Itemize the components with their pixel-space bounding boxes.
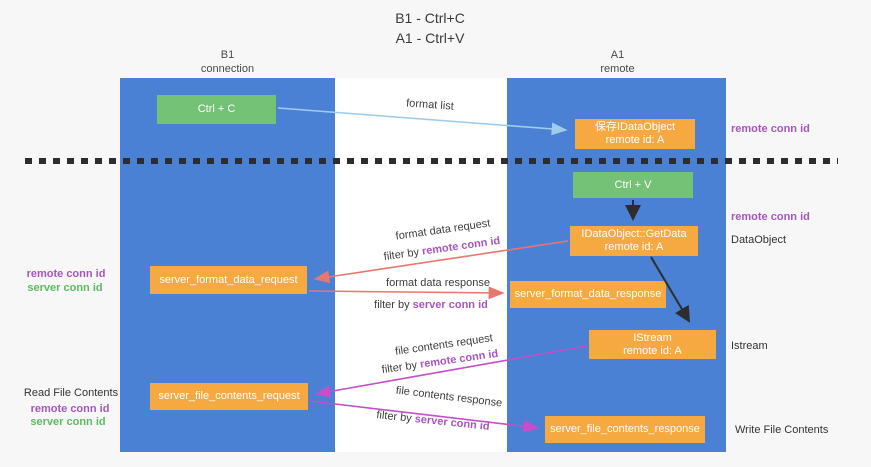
label-filter-server-1: filter by server conn id <box>374 299 488 311</box>
column-header-a1: A1 remote <box>540 48 695 76</box>
b1-header-name: B1 <box>220 49 235 61</box>
right-istream-label: Istream <box>731 340 768 352</box>
format-data-response-text: format data response <box>386 277 490 289</box>
server-conn-id-text-1: server conn id <box>412 299 488 311</box>
server-file-contents-request-label: server_file_contents_request <box>158 390 300 402</box>
node-ctrl-c: Ctrl + C <box>157 95 276 124</box>
title-line-1: B1 - Ctrl+C <box>395 10 465 26</box>
left-remote-conn-id-1: remote conn id <box>26 268 106 280</box>
dashed-separator <box>25 158 838 164</box>
diagram-title: B1 - Ctrl+C A1 - Ctrl+V <box>340 8 520 48</box>
save-idataobject-line2: remote id: A <box>605 134 665 146</box>
server-format-data-response-label: server_format_data_response <box>514 288 662 300</box>
left-read-file-contents-label: Read File Contents <box>23 387 119 399</box>
a1-header-name: A1 <box>610 49 625 61</box>
node-ctrl-v: Ctrl + V <box>573 172 693 198</box>
node-idataobject-getdata: IDataObject::GetData remote id: A <box>570 226 698 256</box>
server-file-contents-response-label: server_file_contents_response <box>550 423 700 435</box>
node-server-file-contents-request: server_file_contents_request <box>150 383 308 410</box>
b1-header-sub: connection <box>200 63 255 75</box>
save-idataobject-line1: 保存IDataObject <box>594 121 676 133</box>
node-server-format-data-response: server_format_data_response <box>510 281 666 308</box>
label-format-data-response: format data response <box>386 277 490 289</box>
title-line-2: A1 - Ctrl+V <box>395 30 465 46</box>
left-server-conn-id-2: server conn id <box>30 416 106 428</box>
istream-line2: remote id: A <box>623 344 682 357</box>
left-remote-conn-id-2: remote conn id <box>30 403 110 415</box>
right-remote-conn-id-mid: remote conn id <box>731 211 810 223</box>
ctrl-v-label: Ctrl + V <box>614 178 652 191</box>
left-server-conn-id-1: server conn id <box>27 282 103 294</box>
server-format-data-request-label: server_format_data_request <box>159 273 298 286</box>
ctrl-c-label: Ctrl + C <box>197 103 236 115</box>
right-dataobject-label: DataObject <box>731 234 787 246</box>
node-save-idataobject: 保存IDataObject remote id: A <box>575 119 695 149</box>
a1-header-sub: remote <box>600 63 635 75</box>
node-server-format-data-request: server_format_data_request <box>150 266 307 294</box>
node-server-file-contents-response: server_file_contents_response <box>545 416 705 443</box>
getdata-line1: IDataObject::GetData <box>581 228 687 240</box>
right-remote-conn-id-top: remote conn id <box>731 123 810 135</box>
column-header-b1: B1 connection <box>150 48 305 76</box>
right-write-file-contents-label: Write File Contents <box>735 424 829 436</box>
istream-line1: IStream <box>633 331 672 344</box>
node-istream: IStream remote id: A <box>589 330 716 359</box>
getdata-line2: remote id: A <box>604 241 664 253</box>
filter-by-text-2: filter by <box>374 299 413 311</box>
